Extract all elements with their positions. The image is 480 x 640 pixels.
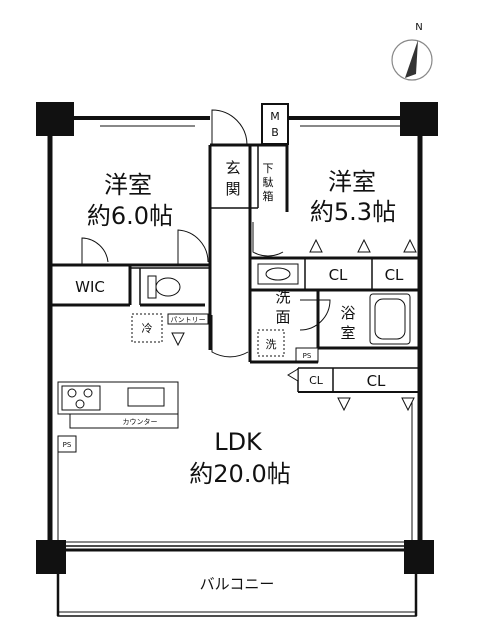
entrance-label-1: 玄 [225,159,240,177]
shoe-box-label-3: 箱 [263,189,274,203]
kitchen [57,381,179,429]
fridge-label: 冷 [142,322,153,335]
toilet-icon [147,275,181,299]
pantry-label: パントリー [170,316,205,324]
columns [36,102,438,574]
ps-label-bath: PS [303,352,312,360]
closet-label-4: CL [367,372,386,390]
shoe-box-label-2: 駄 [263,175,274,189]
meter-box: M B [261,103,289,145]
counter-label: カウンター [123,417,158,426]
closet-label-1: CL [329,266,348,284]
room-labels: 洋室 約6.0帖 洋室 約5.3帖 LDK 約20.0帖 玄 関 下 駄 箱 洗… [87,159,396,488]
outer-walls [47,116,423,560]
compass-needle-icon [405,40,418,78]
meter-box-label-2: B [271,126,279,139]
western-room-1-name: 洋室 [104,171,152,199]
wic-label: WIC [75,278,105,296]
balcony-label: バルコニー [200,575,275,593]
fixture-labels: WIC CL CL CL CL PS PS 冷 洗 パントリー カウンター [63,266,404,449]
bathroom-label-2: 室 [340,324,355,342]
washroom-label-1: 洗 [275,288,290,306]
door-swings [81,109,331,358]
closet-marks [171,238,417,412]
western-room-2-size: 約5.3帖 [310,198,396,226]
washer-label: 洗 [266,338,277,351]
western-room-1-size: 約6.0帖 [87,202,173,230]
western-room-2-name: 洋室 [328,168,376,196]
bathtub-icon [369,293,411,345]
closet-label-2: CL [385,266,404,284]
meter-box-label-1: M [270,110,280,123]
entrance-label-2: 関 [225,180,240,198]
washer-space [257,329,285,357]
closet-label-3: CL [309,374,324,387]
washroom-label-2: 面 [275,308,290,326]
compass: N [391,22,433,81]
balcony: バルコニー [56,545,418,617]
shoe-box-label-1: 下 [263,162,274,175]
washbasin-icon [257,263,299,285]
ldk-size: 約20.0帖 [189,460,290,488]
pantry-shelf [167,313,209,325]
interior-walls [50,118,420,453]
bathroom-label-1: 浴 [340,304,355,322]
ldk-name: LDK [214,428,263,456]
fridge-space [131,313,163,343]
compass-north-label: N [415,22,422,33]
ps-label-kitchen: PS [63,441,72,449]
appliance-spaces [131,313,285,357]
